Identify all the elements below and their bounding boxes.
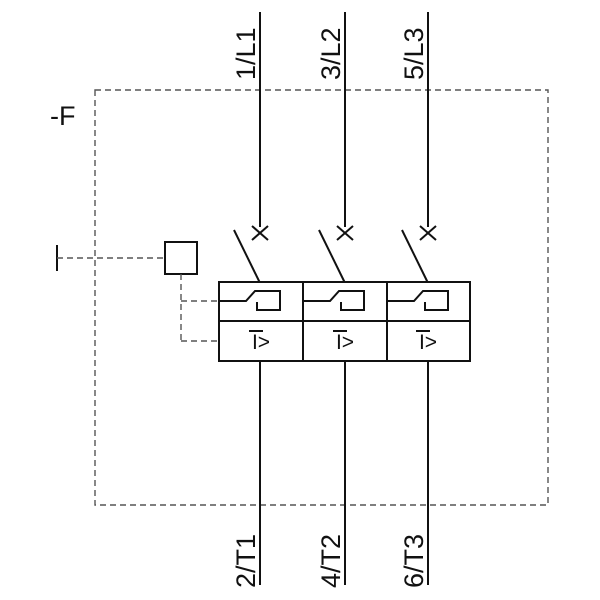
pole1-top-terminal-label: 1/L1 (231, 27, 261, 80)
pole2-top-terminal-label: 3/L2 (316, 27, 346, 80)
pole3-bottom-terminal-label: 6/T3 (399, 534, 429, 588)
actuator-square (164, 241, 198, 275)
pole2-switch-blade (318, 229, 346, 284)
breaker-housing: I> I> I> (218, 281, 471, 362)
pole-2: 3/L2 4/T2 (316, 12, 354, 588)
pole1-latch-release-symbol (219, 290, 281, 311)
pole3-top-terminal-label: 5/L3 (399, 27, 429, 80)
pole-3: 5/L3 6/T3 (399, 12, 437, 588)
pole-1: 1/L1 2/T1 (231, 12, 269, 588)
device-designation-label: -F (50, 101, 75, 131)
actuator-mechanism (56, 241, 219, 342)
pole2-contact-cross-icon (336, 225, 354, 241)
pole3-switch-blade (401, 229, 429, 284)
pole3-overcurrent-trip-symbol: I> (419, 331, 437, 354)
pole3-latch-release-symbol (387, 290, 449, 311)
pole1-switch-blade (233, 229, 261, 284)
pole2-bottom-terminal-label: 4/T2 (316, 534, 346, 588)
device-boundary-dashed-box (94, 89, 549, 506)
pole1-bottom-terminal-label: 2/T1 (231, 534, 261, 588)
pole2-overcurrent-trip-symbol: I> (336, 331, 354, 354)
pole3-contact-cross-icon (419, 225, 437, 241)
pole2-latch-release-symbol (303, 290, 365, 311)
pole1-contact-cross-icon (251, 225, 269, 241)
pole1-overcurrent-trip-symbol: I> (252, 331, 270, 354)
